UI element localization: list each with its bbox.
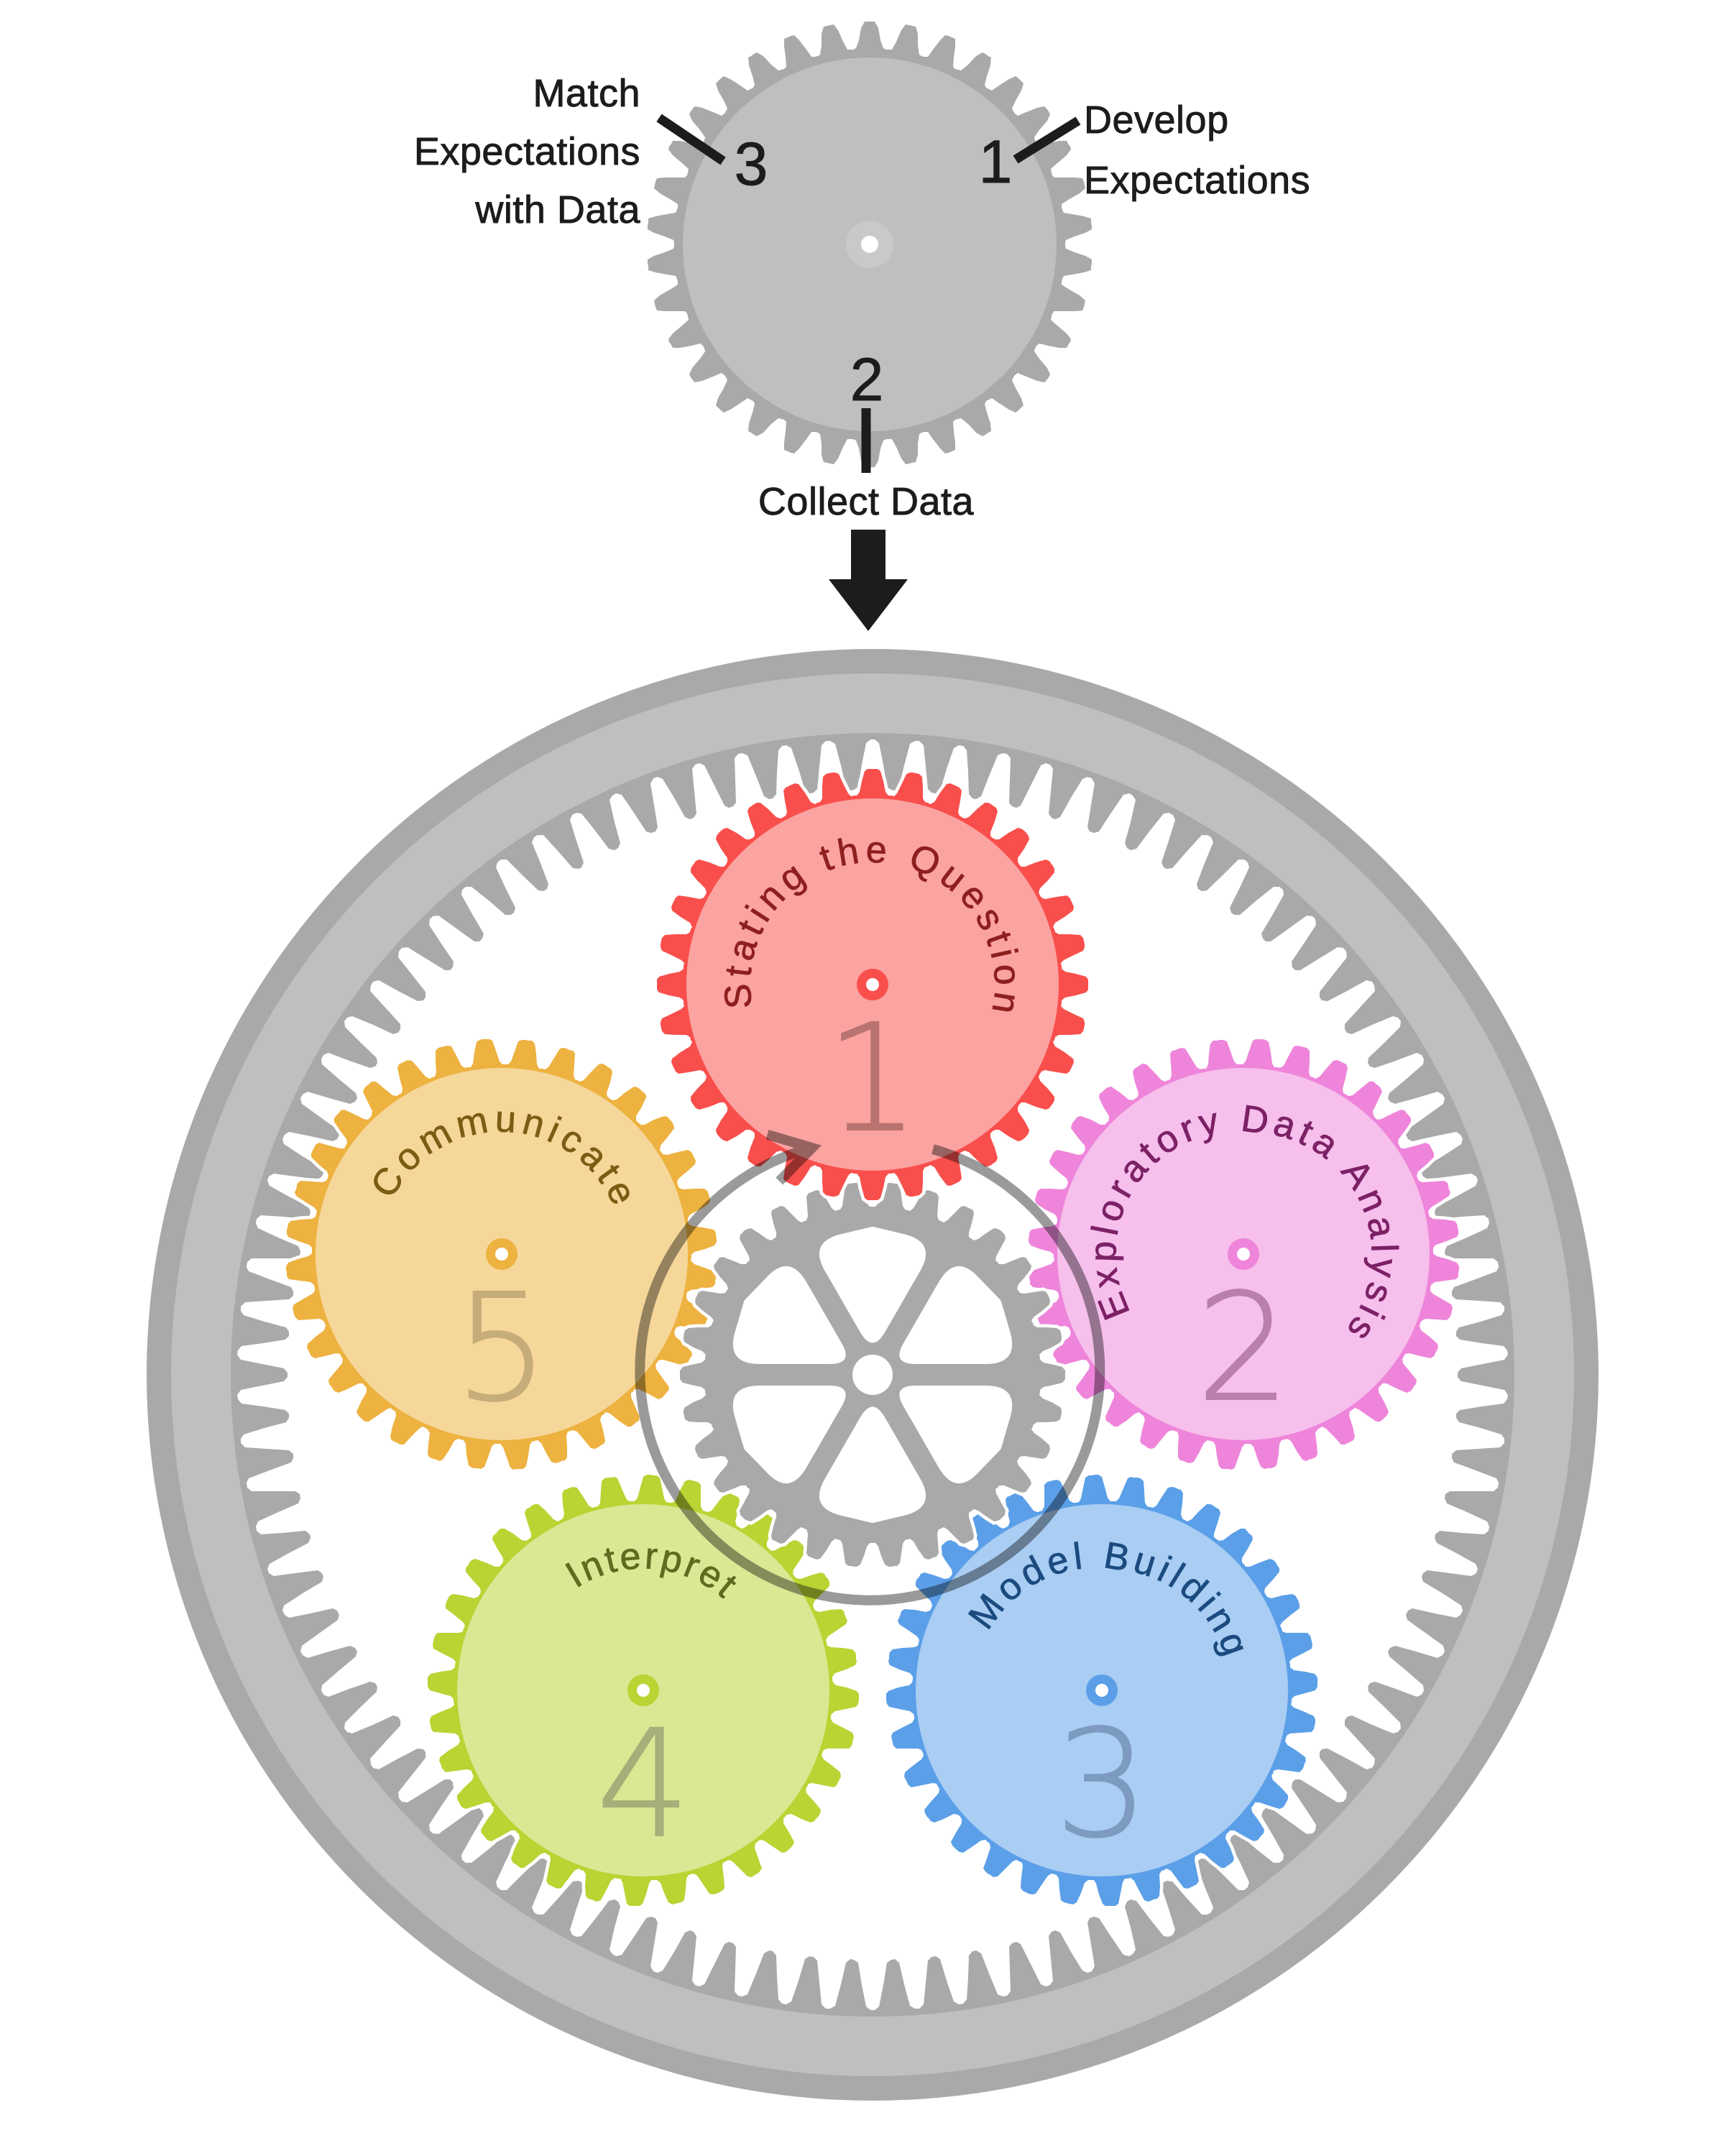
label-line: Expectations — [1084, 159, 1310, 202]
gear-green-number: 4 — [596, 1698, 690, 1871]
gear-central-petal — [899, 1386, 1013, 1484]
gear-central-petal — [732, 1266, 846, 1364]
rotation-arrow — [635, 1129, 1105, 1606]
label-line: with Data — [474, 188, 640, 231]
label-line: Expectations — [414, 130, 640, 173]
step-number-2: 2 — [850, 346, 884, 413]
gear-green-hub-hole — [637, 1684, 650, 1697]
rotation-arrowhead-icon — [765, 1129, 822, 1185]
label-match-expectations: Match Expectations with Data — [413, 72, 640, 232]
down-arrow-icon — [829, 530, 908, 631]
step-number-3: 3 — [735, 130, 768, 198]
gear-central-petal — [819, 1227, 926, 1343]
gear-red-number: 1 — [825, 992, 919, 1165]
gear-red-hub-hole — [866, 978, 879, 991]
gear-red: Stating the Question 1 — [653, 765, 1092, 1204]
rotation-arc — [635, 1143, 1105, 1606]
gear-pink: Exploratory Data Analysis 2 — [1025, 1036, 1463, 1473]
gear-central-petal — [732, 1386, 846, 1484]
gear-green: Interpret 4 — [424, 1471, 862, 1909]
gear-central-petal — [899, 1266, 1013, 1364]
leader-line-3 — [656, 114, 726, 165]
leader-line-1 — [1013, 116, 1081, 164]
label-line: Develop — [1084, 98, 1229, 142]
gear-orange-number: 5 — [454, 1262, 548, 1434]
gear-blue-number: 3 — [1054, 1698, 1149, 1871]
gear-central-petal — [819, 1406, 926, 1523]
process-wheel: Exploratory Data Analysis 2 Model Buildi… — [147, 649, 1598, 2101]
step-number-1: 1 — [979, 128, 1013, 195]
label-collect-data: Collect Data — [758, 480, 975, 523]
top-gear-hub-hole — [861, 236, 878, 253]
gear-orange: Communicate 5 — [282, 1036, 720, 1473]
gear-pink-hub-hole — [1237, 1248, 1250, 1261]
label-line: Match — [533, 72, 640, 115]
gear-central-hub-hole — [852, 1355, 893, 1395]
gear-orange-hub-hole — [495, 1248, 508, 1261]
gear-blue-hub-hole — [1095, 1684, 1108, 1697]
label-develop-expectations: Develop Expectations — [1084, 98, 1311, 203]
gear-central — [676, 1179, 1069, 1570]
epicycle-gear: 1 2 3 Develop Expectations Match Expecta… — [413, 22, 1311, 523]
gear-blue: Model Building 3 — [883, 1471, 1321, 1909]
gear-pink-number: 2 — [1196, 1262, 1290, 1434]
